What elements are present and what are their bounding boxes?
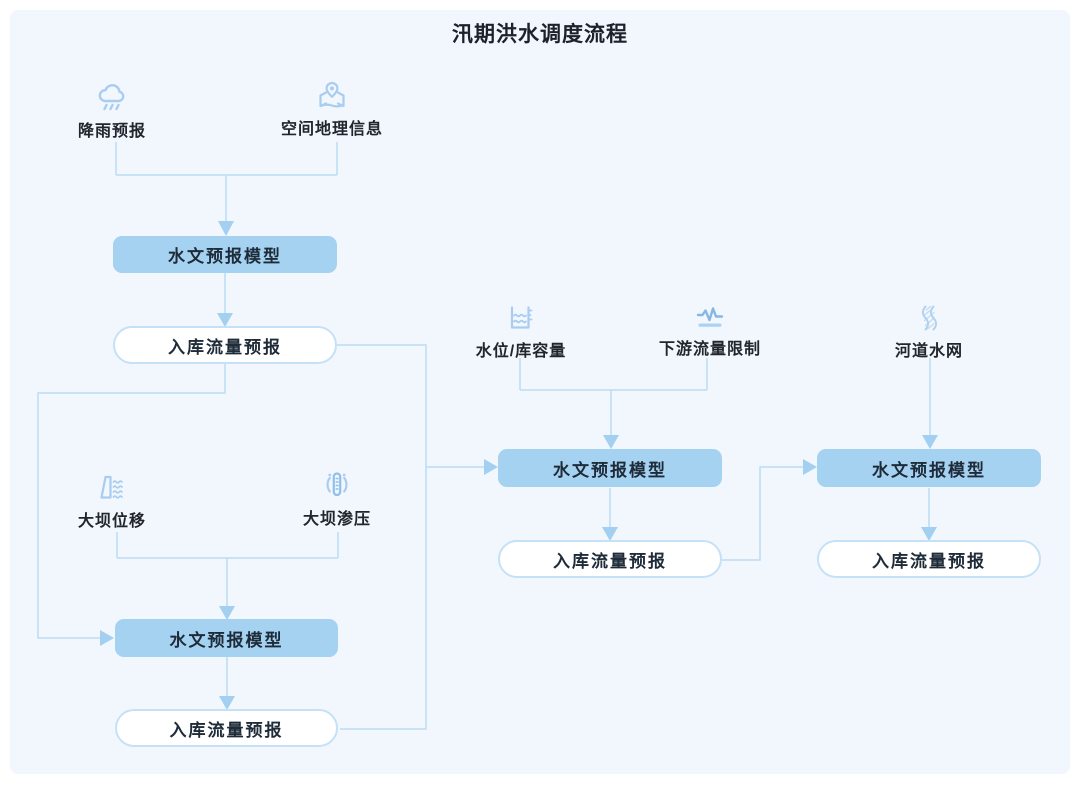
source-rainfall: 降雨预报: [52, 80, 172, 141]
water-level-icon: [510, 306, 533, 329]
forecast-pill-1: 入库流量预报: [113, 326, 337, 364]
dam-water-icon: [100, 475, 123, 499]
model-box-label: 水文预报模型: [169, 630, 284, 650]
source-dam-seepage: 大坝渗压: [277, 468, 397, 529]
source-label: 空间地理信息: [280, 121, 383, 138]
model-box-3: 水文预报模型: [115, 619, 338, 657]
forecast-pill-4: 入库流量预报: [817, 540, 1041, 578]
model-box-4: 水文预报模型: [817, 449, 1041, 487]
rain-cloud-icon: [98, 84, 125, 111]
source-river-network: 河道水网: [869, 300, 989, 361]
river-waves-icon: [921, 305, 938, 331]
forecast-pill-label: 入库流量预报: [553, 551, 667, 571]
model-box-label: 水文预报模型: [872, 460, 986, 480]
source-geo-info: 空间地理信息: [272, 78, 392, 139]
source-label: 下游流量限制: [658, 341, 761, 358]
forecast-pill-label: 入库流量预报: [169, 720, 284, 740]
source-downstream-limit: 下游流量限制: [650, 298, 770, 359]
forecast-pill-3: 入库流量预报: [115, 709, 338, 747]
forecast-pill-label: 入库流量预报: [872, 551, 986, 571]
source-label: 水位/库容量: [475, 343, 567, 360]
flow-pulse-icon: [696, 307, 724, 327]
model-box-label: 水文预报模型: [168, 247, 282, 266]
forecast-pill-label: 入库流量预报: [168, 337, 282, 357]
source-label: 大坝渗压: [302, 511, 371, 528]
source-label: 降雨预报: [77, 123, 146, 140]
forecast-pill-2: 入库流量预报: [498, 540, 722, 578]
source-water-level: 水位/库容量: [461, 300, 581, 361]
model-box-2: 水文预报模型: [498, 449, 722, 487]
source-dam-displacement: 大坝位移: [52, 470, 172, 531]
seepage-gauge-icon: [326, 472, 348, 497]
source-label: 大坝位移: [77, 513, 146, 530]
source-label: 河道水网: [894, 343, 963, 360]
map-pin-icon: [319, 81, 345, 108]
model-box-1: 水文预报模型: [113, 236, 337, 273]
diagram-title: 汛期洪水调度流程: [452, 23, 628, 46]
model-box-label: 水文预报模型: [553, 460, 667, 480]
